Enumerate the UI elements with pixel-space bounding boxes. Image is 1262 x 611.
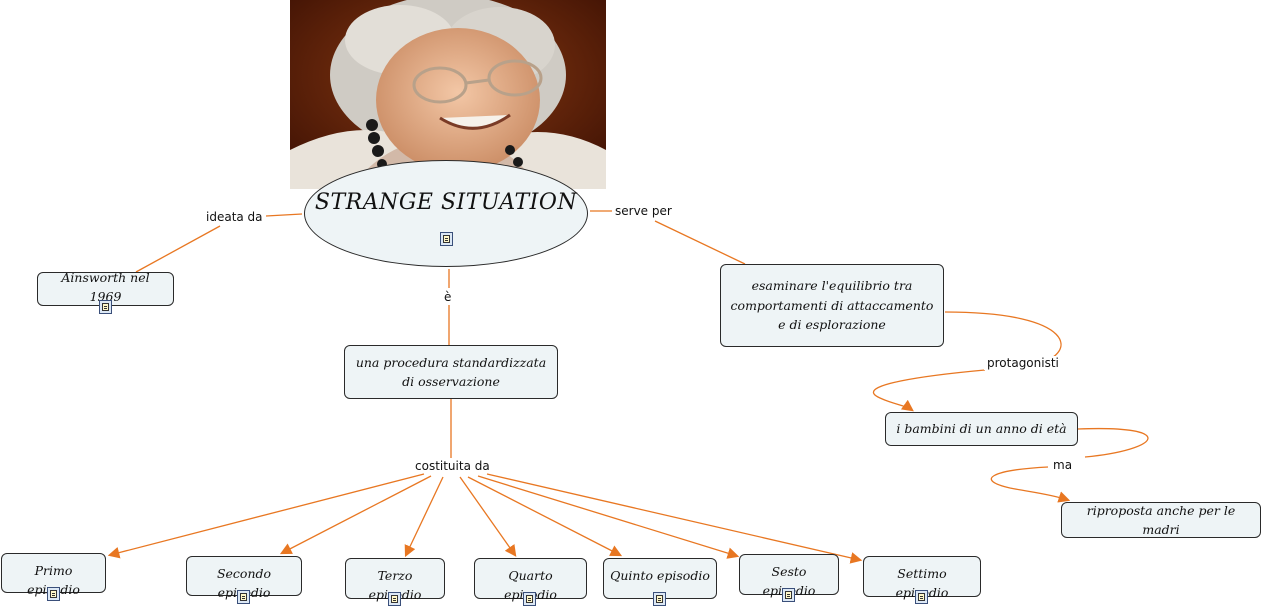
link-line xyxy=(467,476,623,557)
link-line xyxy=(279,475,432,555)
node-label-line: esaminare l'equilibrio tra xyxy=(751,278,913,294)
main-concept-title: STRANGE SITUATION xyxy=(314,190,578,215)
document-icon[interactable] xyxy=(653,592,666,606)
link-line xyxy=(654,220,746,265)
node-label: riproposta anche per le madri xyxy=(1086,502,1236,537)
node-label: i bambini di un anno di età xyxy=(896,421,1067,437)
link-label-protagonisti: protagonisti xyxy=(984,356,1062,370)
document-icon[interactable] xyxy=(440,232,453,246)
link-line xyxy=(990,466,1071,503)
node-label-line: e di esplorazione xyxy=(778,317,886,333)
link-label-e: è xyxy=(441,290,455,304)
node-episode-1[interactable]: Primo episodio xyxy=(1,553,106,597)
document-icon[interactable] xyxy=(523,592,536,606)
document-icon[interactable] xyxy=(915,590,928,604)
link-line xyxy=(486,473,863,564)
link-line xyxy=(459,476,517,557)
document-icon[interactable] xyxy=(99,300,112,314)
node-ainsworth[interactable]: Ainsworth nel 1969 xyxy=(37,270,174,306)
document-icon[interactable] xyxy=(237,590,250,604)
node-bambini[interactable]: i bambini di un anno di età xyxy=(885,412,1078,446)
document-icon[interactable] xyxy=(782,588,795,602)
link-line xyxy=(872,369,986,412)
link-line xyxy=(404,476,444,558)
node-esaminare[interactable]: esaminare l'equilibrio tra comportamenti… xyxy=(720,264,944,347)
document-icon[interactable] xyxy=(388,592,401,606)
link-line xyxy=(107,473,425,559)
link-label-ideata-da: ideata da xyxy=(203,210,266,224)
link-label-ma: ma xyxy=(1050,458,1076,472)
link-line xyxy=(477,475,740,559)
node-label-line: una procedura standardizzata xyxy=(355,354,547,370)
node-procedura[interactable]: una procedura standardizzata di osservaz… xyxy=(344,345,558,399)
link-line xyxy=(944,311,1062,363)
link-line xyxy=(1077,427,1149,458)
node-label-line: comportamenti di attaccamento xyxy=(730,297,934,313)
node-episode-2[interactable]: Secondo episodio xyxy=(186,556,302,600)
link-label-serve-per: serve per xyxy=(612,204,675,218)
link-label-costituita-da: costituita da xyxy=(412,459,493,473)
link-line xyxy=(135,225,221,273)
node-riproposta[interactable]: riproposta anche per le madri xyxy=(1061,502,1261,538)
node-label: Ainsworth nel 1969 xyxy=(61,269,150,304)
link-line xyxy=(265,213,303,217)
node-label-line: di osservazione xyxy=(402,374,500,389)
node-episode-3[interactable]: Terzo episodio xyxy=(345,558,445,602)
main-concept-node[interactable] xyxy=(304,160,588,267)
node-label: Quinto episodio xyxy=(610,568,710,583)
document-icon[interactable] xyxy=(47,587,60,601)
